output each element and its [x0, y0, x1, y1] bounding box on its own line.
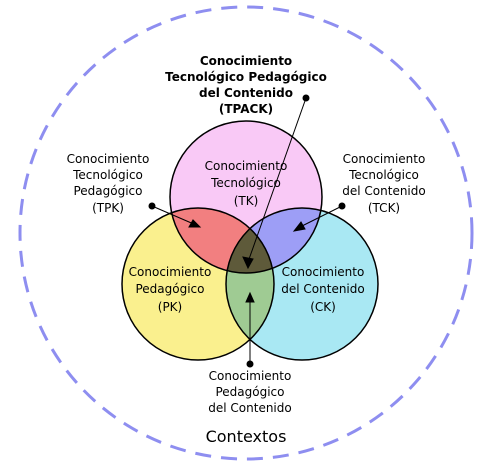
tck-label-line1: Conocimiento: [343, 152, 426, 166]
tpack-leader-line: [247, 97, 307, 263]
tpk-leader-line: [151, 205, 197, 226]
tck-label-line3: del Contenido: [342, 184, 425, 198]
tk-label-line3: (TK): [234, 194, 259, 208]
tck-leader-dot: [338, 202, 346, 210]
context-label: Contextos: [206, 427, 287, 446]
tpack-label-line3: del Contenido: [199, 86, 293, 100]
tpack-label-line4: (TPACK): [219, 102, 273, 116]
pck-label-line2: Pedagógico: [215, 385, 284, 399]
pk-label-line3: (PK): [158, 300, 182, 314]
tpk-leader-dot: [148, 202, 156, 210]
pk-label-line1: Conocimiento: [129, 265, 212, 279]
ck-label-line1: Conocimiento: [282, 265, 365, 279]
pck-label-line3: del Contenido: [208, 401, 291, 415]
pck-label-line1: Conocimiento: [209, 369, 292, 383]
tk-label-line1: Conocimiento: [205, 159, 288, 173]
tpk-arrowhead: [188, 219, 202, 228]
tk-outline: [169, 120, 323, 274]
tk-label-line2: Tecnológico: [210, 176, 281, 190]
pk-label-line2: Pedagógico: [135, 282, 204, 296]
ck-outline: [225, 207, 379, 361]
tpack-label-line2: Tecnológico Pedagógico: [165, 70, 327, 84]
context-ring: [18, 5, 474, 461]
ck-label-line2: del Contenido: [281, 282, 364, 296]
tpack-leader-dot: [302, 94, 310, 102]
tck-label-line4: (TCK): [368, 201, 400, 215]
pck-leader-dot: [246, 360, 254, 368]
tpk-label-line4: (TPK): [92, 201, 124, 215]
tpack-arrowhead: [242, 256, 254, 270]
tck-leader-line: [297, 205, 343, 229]
tck-label-line2: Tecnológico: [348, 168, 419, 182]
tck-arrowhead: [292, 221, 306, 232]
tpack-label-line1: Conocimiento: [200, 54, 292, 68]
pk-outline: [121, 207, 275, 361]
pck-arrowhead: [245, 291, 255, 303]
tpk-label-line1: Conocimiento: [67, 152, 150, 166]
tpk-label-line2: Tecnológico: [72, 168, 143, 182]
ck-label-line3: (CK): [310, 300, 336, 314]
tpk-label-line3: Pedagógico: [73, 184, 142, 198]
